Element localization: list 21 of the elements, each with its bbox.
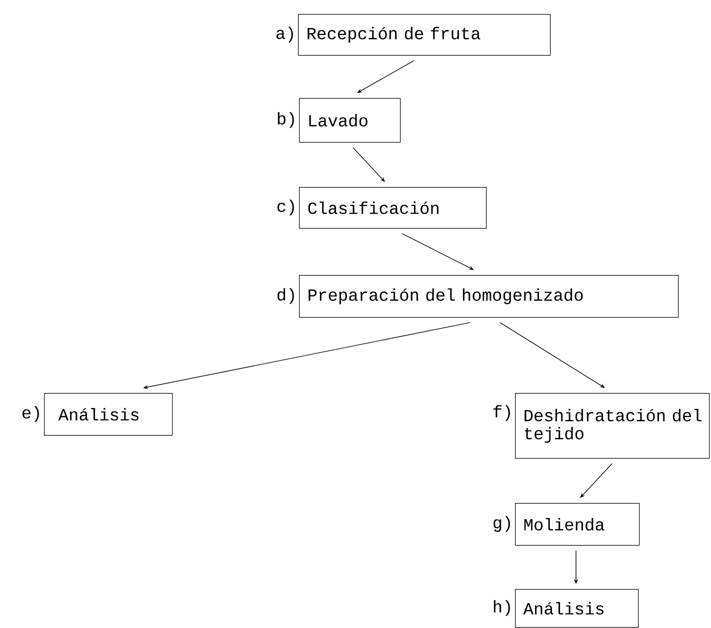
process-box: Lavado — [299, 98, 401, 143]
process-box: Análisis — [44, 393, 173, 436]
arrow — [500, 322, 605, 388]
arrow — [357, 60, 414, 93]
step-letter: f) — [494, 405, 510, 421]
step-letter: b) — [278, 112, 294, 128]
process-box: Molienda — [515, 503, 640, 546]
step-letter: e) — [22, 406, 39, 422]
process-box: Clasificación — [299, 187, 487, 229]
process-box: Preparación del homogenizado — [299, 275, 679, 318]
step-letter: g) — [494, 516, 510, 532]
step-letter: a) — [276, 26, 293, 42]
arrow — [352, 147, 385, 182]
step-letter: h) — [494, 600, 510, 616]
step-letter: c) — [277, 200, 294, 216]
arrow — [580, 463, 612, 498]
process-box: Deshidratación del tejido — [515, 393, 710, 459]
step-letter: d) — [278, 288, 294, 304]
process-box: Análisis — [515, 589, 639, 628]
process-box: Recepción de fruta — [298, 14, 551, 56]
arrow — [402, 233, 474, 270]
